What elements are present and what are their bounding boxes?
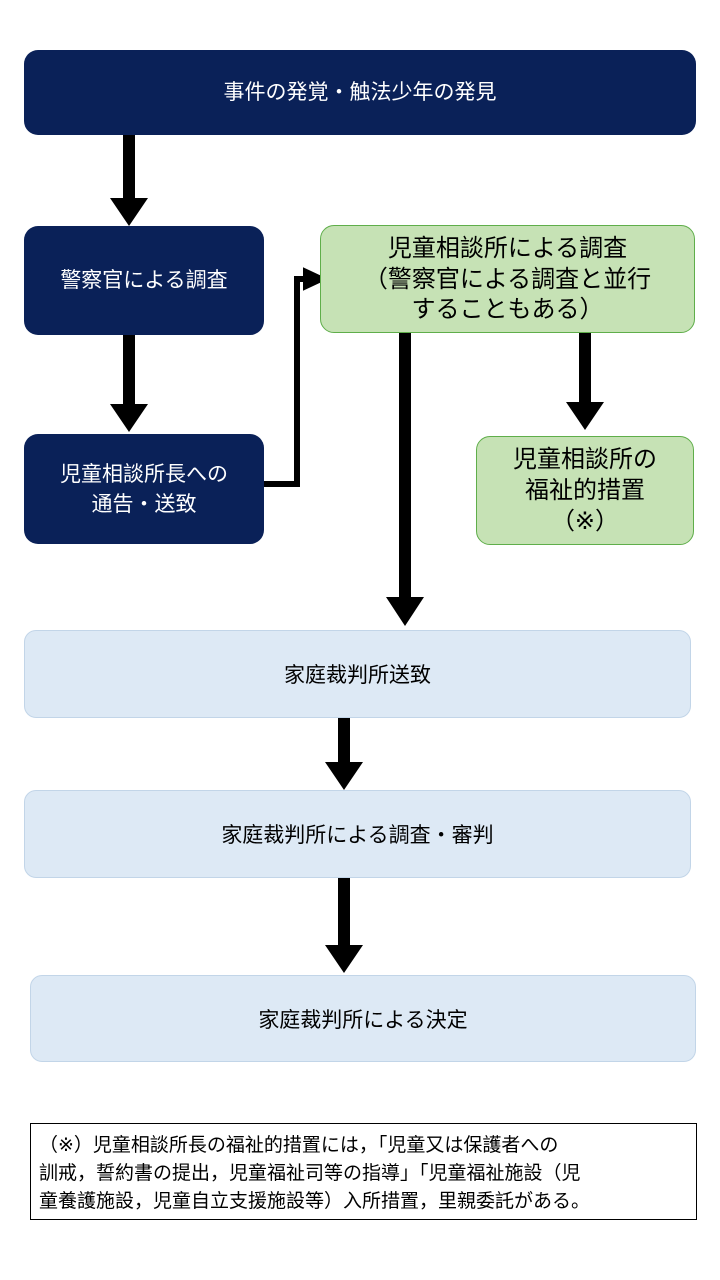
arrow-notify-to-cgc (264, 267, 329, 487)
arrow-cgc-to-welfare (566, 332, 604, 430)
node-notify-label: 児童相談所長への 通告・送致 (60, 461, 228, 516)
footnote: （※）児童相談所長の福祉的措置には，「児童又は保護者への 訓戒，誓約書の提出，児… (30, 1123, 697, 1220)
node-family-court-transfer: 家庭裁判所送致 (24, 630, 691, 718)
node-notify-transfer: 児童相談所長への 通告・送致 (24, 434, 264, 544)
node-police-investigation: 警察官による調査 (24, 226, 264, 335)
node-welfare-measures: 児童相談所の 福祉的措置 （※） (476, 436, 694, 545)
node-family-court-hearing: 家庭裁判所による調査・審判 (24, 790, 691, 878)
node-transfer-label: 家庭裁判所送致 (284, 663, 431, 687)
node-police-label: 警察官による調査 (60, 268, 228, 293)
node-hearing-label: 家庭裁判所による調査・審判 (221, 823, 494, 847)
node-discovery-label: 事件の発覚・触法少年の発見 (223, 80, 497, 105)
node-cgc-investigation: 児童相談所による調査 （警察官による調査と並行 することもある） (320, 225, 695, 333)
arrow-cgc-to-court (386, 332, 424, 626)
arrow-hearing-to-decision (325, 878, 363, 973)
arrow-discovery-to-police (110, 128, 148, 226)
node-decision-label: 家庭裁判所による決定 (258, 1007, 468, 1032)
node-welfare-label: 児童相談所の 福祉的措置 （※） (513, 444, 657, 536)
node-discovery: 事件の発覚・触法少年の発見 (24, 50, 696, 135)
node-family-court-decision: 家庭裁判所による決定 (30, 975, 696, 1062)
arrow-police-to-notify (110, 334, 148, 432)
node-cgc-label: 児童相談所による調査 （警察官による調査と並行 することもある） (363, 233, 652, 324)
arrow-transfer-to-hearing (325, 716, 363, 790)
